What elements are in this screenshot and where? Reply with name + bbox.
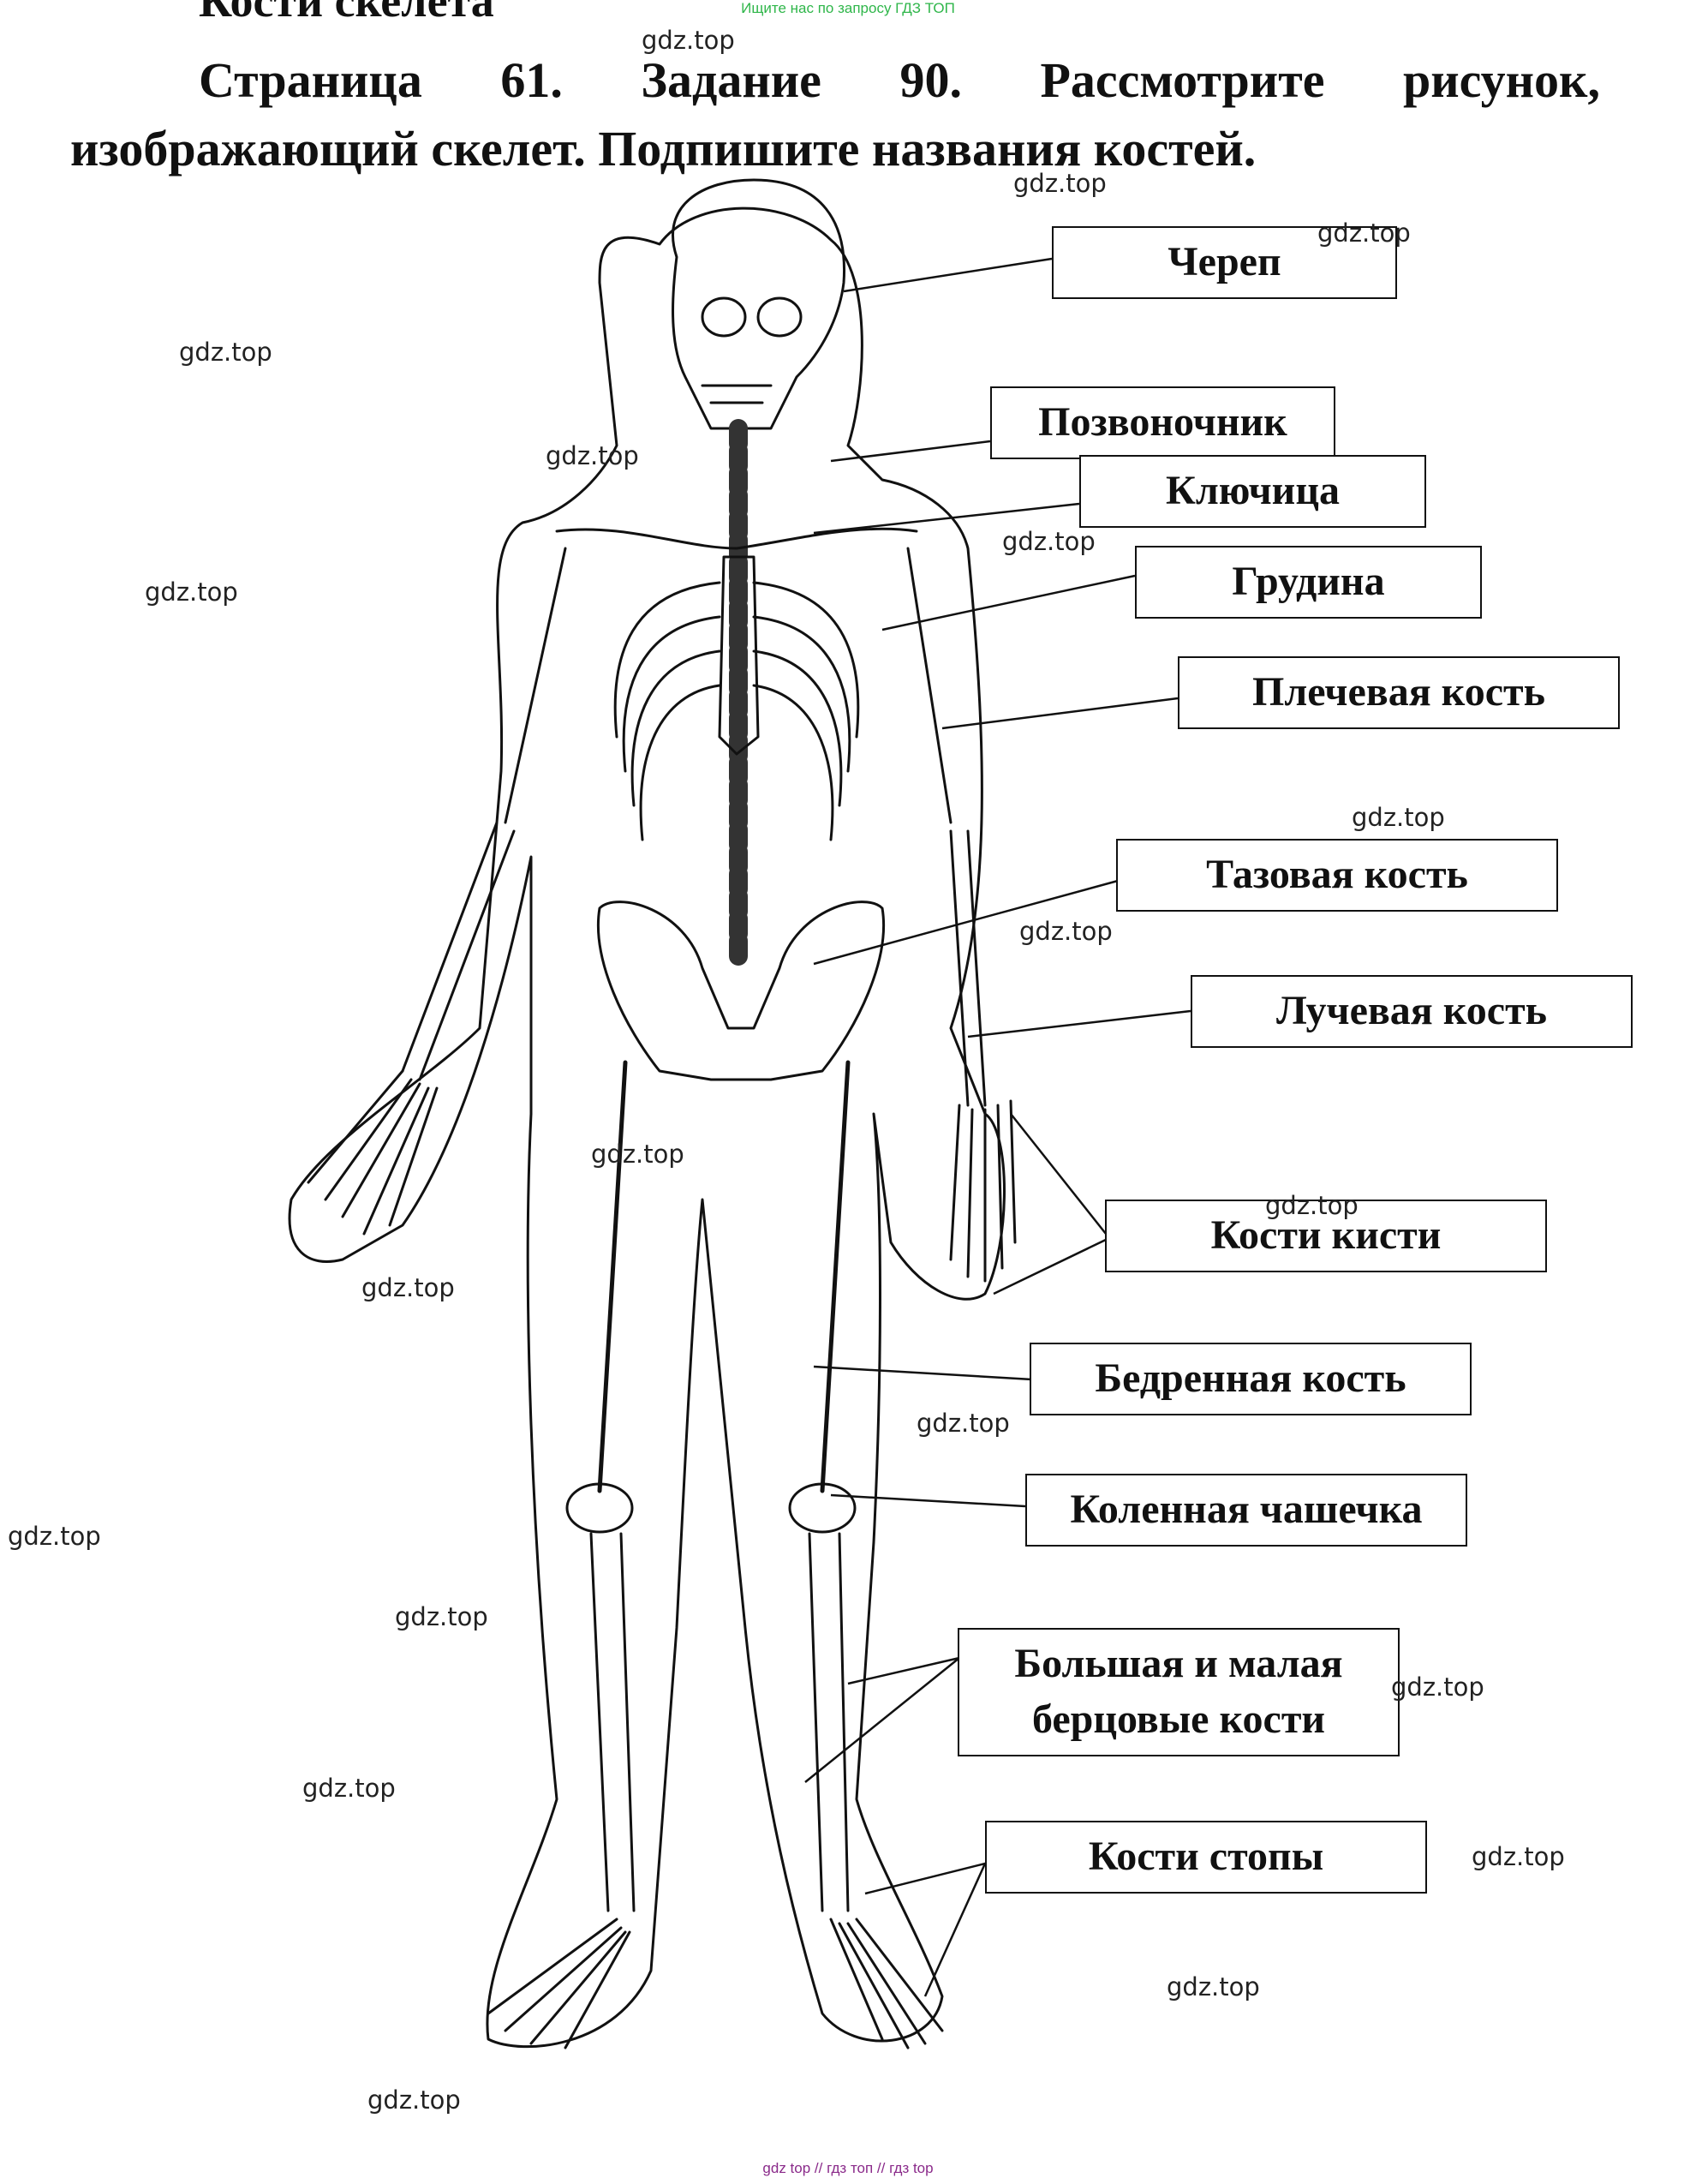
foot-left bbox=[487, 1918, 631, 2049]
label-pelvis[interactable]: Тазовая кость bbox=[1116, 839, 1558, 912]
label-sternum[interactable]: Грудина bbox=[1135, 546, 1482, 619]
pelvis bbox=[597, 901, 885, 1081]
watermark: gdz.top bbox=[1002, 527, 1096, 556]
forearm-left bbox=[401, 821, 516, 1081]
shin-left bbox=[589, 1532, 636, 1912]
watermark: gdz.top bbox=[546, 441, 639, 470]
title-word: Страница bbox=[199, 52, 422, 108]
humerus-left bbox=[504, 547, 567, 824]
top-banner[interactable]: Ищите нас по запросу ГДЗ ТОП bbox=[741, 0, 955, 16]
label-tibia-fibula[interactable]: Большая и малая берцовые кости bbox=[958, 1628, 1400, 1756]
label-spine[interactable]: Позвоночник bbox=[990, 386, 1335, 459]
title-word: 61. bbox=[500, 52, 563, 108]
humerus-right bbox=[906, 547, 953, 824]
watermark: gdz.top bbox=[302, 1774, 396, 1803]
watermark: gdz.top bbox=[395, 1602, 488, 1631]
watermark: gdz.top bbox=[179, 338, 272, 367]
watermark: gdz.top bbox=[8, 1522, 101, 1551]
watermark: gdz.top bbox=[917, 1409, 1010, 1438]
task-title-line-1: Страница 61. Задание 90. Рассмотрите рис… bbox=[199, 51, 1600, 109]
kneecap-left bbox=[565, 1482, 634, 1534]
ribs bbox=[613, 581, 860, 841]
label-femur[interactable]: Бедренная кость bbox=[1030, 1343, 1472, 1415]
label-tibia-line-2: берцовые кости bbox=[1031, 1696, 1326, 1742]
watermark: gdz.top bbox=[361, 1273, 455, 1302]
watermark: gdz.top bbox=[1317, 218, 1411, 248]
watermark: gdz.top bbox=[642, 26, 735, 55]
forearm-right bbox=[949, 829, 987, 1107]
watermark: gdz.top bbox=[591, 1140, 684, 1169]
watermark: gdz.top bbox=[1013, 169, 1107, 198]
body-outline bbox=[288, 206, 1006, 2049]
clavicle-left bbox=[555, 528, 738, 550]
jaw bbox=[701, 384, 773, 404]
eye-socket-right bbox=[756, 296, 803, 338]
clavicle-right bbox=[735, 527, 918, 550]
footer[interactable]: gdz top // гдз топ // гдз top bbox=[762, 2160, 934, 2176]
foot-right bbox=[829, 1918, 944, 2049]
eye-socket-left bbox=[701, 296, 747, 338]
leader-lines bbox=[804, 257, 1191, 1997]
sternum bbox=[718, 555, 760, 756]
skull bbox=[672, 178, 846, 430]
label-kneecap[interactable]: Коленная чашечка bbox=[1025, 1474, 1467, 1547]
label-tibia-line-1: Большая и малая bbox=[1014, 1641, 1343, 1687]
label-hand[interactable]: Кости кисти bbox=[1105, 1200, 1547, 1272]
title-word: Задание bbox=[641, 52, 821, 108]
label-radius[interactable]: Лучевая кость bbox=[1191, 975, 1633, 1048]
watermark: gdz.top bbox=[1265, 1191, 1359, 1220]
watermark: gdz.top bbox=[1352, 803, 1445, 832]
label-foot[interactable]: Кости стопы bbox=[985, 1821, 1427, 1894]
femur-left bbox=[597, 1060, 628, 1493]
title-word: 90. bbox=[899, 52, 962, 108]
watermark: gdz.top bbox=[1472, 1842, 1565, 1871]
hand-right bbox=[949, 1099, 1017, 1283]
section-heading: Кости скелета bbox=[199, 0, 494, 27]
watermark: gdz.top bbox=[1167, 1972, 1260, 2002]
label-humerus[interactable]: Плечевая кость bbox=[1178, 656, 1620, 729]
shin-right bbox=[808, 1532, 850, 1912]
kneecap-right bbox=[788, 1482, 857, 1534]
label-skull[interactable]: Череп bbox=[1052, 226, 1397, 299]
watermark: gdz.top bbox=[1391, 1672, 1484, 1702]
label-clavicle[interactable]: Ключица bbox=[1079, 455, 1426, 528]
femur-right bbox=[820, 1060, 851, 1493]
title-word: Рассмотрите bbox=[1040, 52, 1325, 108]
title-word: рисунок, bbox=[1402, 52, 1600, 108]
watermark: gdz.top bbox=[1019, 917, 1113, 946]
watermark: gdz.top bbox=[367, 2085, 461, 2115]
hand-left bbox=[307, 1069, 439, 1236]
task-title-line-2: изображающий скелет. Подпишите названия … bbox=[70, 121, 1257, 177]
watermark: gdz.top bbox=[145, 577, 238, 607]
